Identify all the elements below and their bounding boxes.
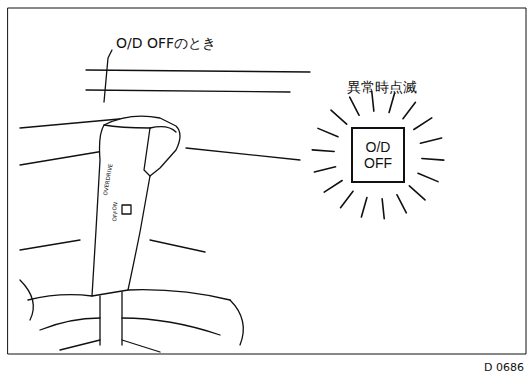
flash-ray [403,102,415,118]
console-line [86,90,290,92]
flash-ray [409,186,425,200]
flash-ray [389,93,395,112]
console-line [20,240,80,250]
console-line [186,148,300,160]
gate-line [40,318,220,335]
lever-edge [144,128,150,176]
frame [8,8,526,354]
flash-ray [418,173,438,181]
lever-edge [150,127,176,132]
flash-ray [414,118,432,130]
figure-number: D 0686 [484,362,524,373]
console-line [86,70,310,72]
overdrive-switch [122,205,131,214]
indicator-lamp: O/D OFF [351,127,405,183]
flash-ray [372,91,374,111]
console-line [20,150,110,165]
flash-ray [361,198,367,217]
note-label: 異常時点滅 [347,80,417,94]
console-line [150,240,205,252]
flash-ray [314,167,335,172]
flash-ray [382,199,384,219]
caption-label: O/D OFFのとき [116,36,216,50]
flash-ray [324,180,342,192]
flash-ray [318,128,338,136]
flash-ray [422,159,444,161]
flash-ray [397,195,406,213]
lever-edge [104,125,150,128]
leader-line [104,50,112,102]
flash-ray [331,110,347,124]
flash-rays [312,91,444,218]
lever-shaft [100,292,122,345]
gate-line [60,340,160,352]
gate-line [28,290,230,300]
boot-line [20,280,243,345]
flash-ray [341,191,353,207]
flash-ray [312,150,334,152]
shift-lever [92,116,180,296]
flash-ray [350,97,359,115]
lamp-text: O/D OFF [361,139,395,171]
flash-ray [420,138,441,143]
